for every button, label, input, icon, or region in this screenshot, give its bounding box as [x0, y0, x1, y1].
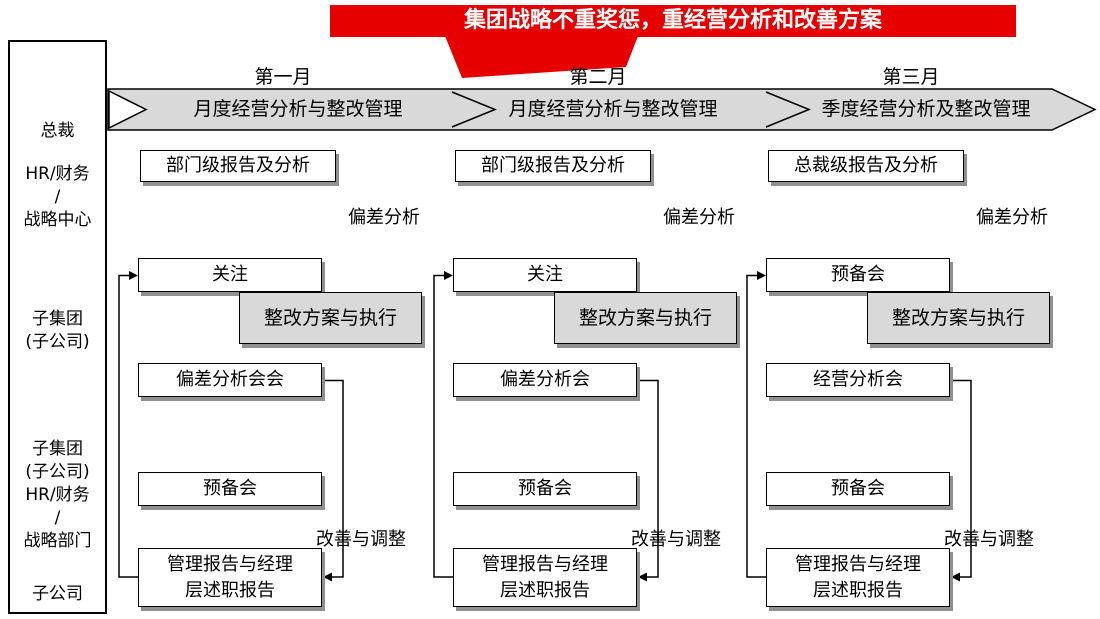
col3-meeting-down-connector [949, 379, 972, 578]
report-analysis-box: 总裁级报告及分析 [768, 150, 964, 182]
role-sidebar: 总裁 HR/财务 / 战略中心 子集团 (子公司) 子集团 (子公司) HR/财… [8, 40, 107, 614]
analysis-meeting-box: 偏差分析会会 [138, 363, 322, 397]
col3-feedback-up-connector [746, 274, 768, 578]
col3-up-arrowhead [757, 271, 766, 280]
prep-meeting-box: 预备会 [138, 472, 322, 506]
role-subsidiary: 子公司 [32, 584, 83, 604]
prep-meeting-box: 预备会 [453, 472, 637, 506]
improvement-adjustment-label: 改善与调整 [944, 529, 1034, 550]
role-president: 总裁 [40, 121, 75, 141]
analysis-meeting-box: 偏差分析会 [453, 363, 637, 397]
report-analysis-box: 部门级报告及分析 [140, 150, 336, 182]
role-subgroup-hr-finance-strategy-dept: 子集团 (子公司) HR/财务 / 战略部门 [23, 439, 92, 551]
rectification-plan-box: 整改方案与执行 [239, 292, 422, 344]
month-title: 第三月 [882, 66, 940, 88]
band-start-chevron [108, 89, 148, 130]
deviation-analysis-label: 偏差分析 [976, 207, 1048, 228]
col1-feedback-up-connector [118, 274, 140, 578]
month-title: 第一月 [254, 66, 312, 88]
process-band-arrow [107, 88, 1097, 131]
focus-box: 关注 [453, 258, 637, 292]
focus-box: 预备会 [766, 258, 950, 292]
col3-down-arrowhead [951, 572, 960, 582]
deviation-analysis-label: 偏差分析 [348, 207, 420, 228]
col1-up-arrowhead [129, 271, 138, 280]
month-column-2: 第二月 月度经营分析与整改管理 部门级报告及分析 偏差分析 关注 整改方案与执行… [453, 0, 743, 619]
prep-meeting-box: 预备会 [766, 472, 950, 506]
band-phase-label: 月度经营分析与整改管理 [508, 98, 718, 120]
rectification-plan-box: 整改方案与执行 [554, 292, 737, 344]
focus-box: 关注 [138, 258, 322, 292]
col1-down-arrowhead [323, 572, 332, 582]
role-hr-finance-strategy-center: HR/财务 / 战略中心 [23, 164, 92, 230]
band-separator-chevron-2 [765, 91, 811, 128]
improvement-adjustment-label: 改善与调整 [316, 529, 406, 550]
rectification-plan-box: 整改方案与执行 [867, 292, 1050, 344]
col2-feedback-up-connector [433, 274, 455, 578]
strategy-banner: 集团战略不重奖惩，重经营分析和改善方案 [330, 5, 1016, 37]
month-title: 第二月 [569, 66, 627, 88]
band-phase-label: 月度经营分析与整改管理 [193, 98, 403, 120]
management-report-box: 管理报告与经理 层述职报告 [766, 548, 950, 607]
col2-meeting-down-connector [636, 379, 659, 578]
improvement-adjustment-label: 改善与调整 [631, 529, 721, 550]
deviation-analysis-label: 偏差分析 [663, 207, 735, 228]
role-subgroup-subsidiary: 子集团 (子公司) [25, 309, 90, 352]
banner-tail [445, 36, 638, 78]
col2-up-arrowhead [444, 271, 453, 280]
management-report-box: 管理报告与经理 层述职报告 [453, 548, 637, 607]
report-analysis-box: 部门级报告及分析 [455, 150, 651, 182]
col1-meeting-down-connector [321, 379, 344, 578]
col2-down-arrowhead [638, 572, 647, 582]
band-phase-label: 季度经营分析及整改管理 [821, 98, 1031, 120]
management-report-box: 管理报告与经理 层述职报告 [138, 548, 322, 607]
month-column-1: 第一月 月度经营分析与整改管理 部门级报告及分析 偏差分析 关注 整改方案与执行… [138, 0, 428, 619]
band-separator-chevron-1 [451, 91, 497, 128]
month-column-3: 第三月 季度经营分析及整改管理 总裁级报告及分析 偏差分析 预备会 整改方案与执… [766, 0, 1056, 619]
analysis-meeting-box: 经营分析会 [766, 363, 950, 397]
